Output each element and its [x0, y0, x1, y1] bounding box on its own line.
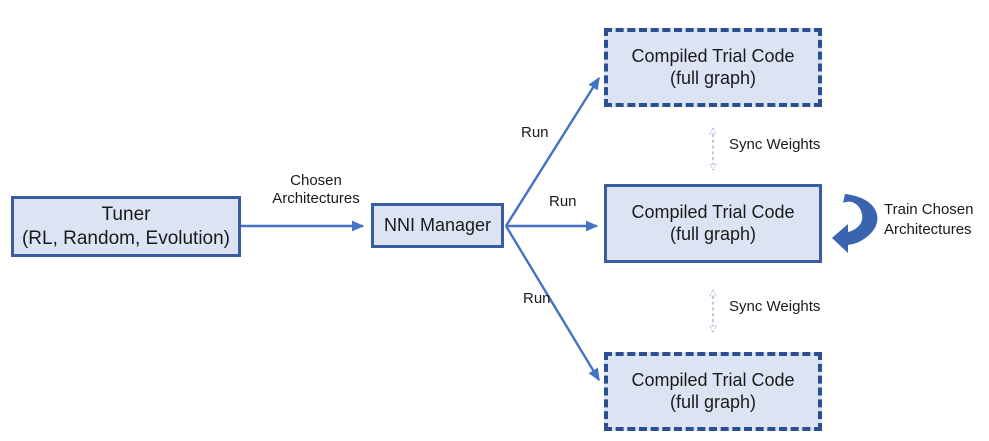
label-run-bottom: Run: [523, 290, 551, 307]
node-nni-manager[interactable]: NNI Manager: [371, 203, 504, 248]
node-trial-bottom[interactable]: Compiled Trial Code (full graph): [604, 352, 822, 431]
connector-nni-to-trial-bottom: [504, 225, 601, 382]
label-sync-weights-top: Sync Weights: [729, 136, 821, 153]
connector-nni-to-trial-top: [504, 76, 601, 227]
node-tuner-line1: Tuner: [101, 204, 151, 226]
label-chosen-architectures-line1: Chosen: [290, 172, 342, 189]
node-trial-top-line2: (full graph): [669, 67, 757, 88]
label-chosen-architectures: Chosen Architectures: [263, 172, 369, 208]
label-run-top: Run: [521, 124, 549, 141]
label-chosen-architectures-line2: Architectures: [272, 190, 360, 207]
node-trial-middle-line2: (full graph): [669, 223, 757, 244]
node-nni-manager-line1: NNI Manager: [383, 214, 492, 235]
node-trial-bottom-line1: Compiled Trial Code: [631, 369, 795, 390]
label-train-chosen-line1: Train Chosen: [884, 201, 974, 218]
node-tuner[interactable]: Tuner (RL, Random, Evolution): [11, 196, 241, 257]
node-trial-middle[interactable]: Compiled Trial Code (full graph): [604, 184, 822, 263]
label-train-chosen-line2: Architectures: [884, 221, 972, 239]
label-sync-weights-bottom: Sync Weights: [729, 298, 821, 315]
node-trial-top-line1: Compiled Trial Code: [631, 45, 795, 66]
node-trial-middle-line1: Compiled Trial Code: [631, 201, 795, 222]
label-run-middle: Run: [549, 193, 577, 210]
label-train-chosen-architectures: Train Chosen Architectures: [884, 200, 989, 241]
node-tuner-line2: (RL, Random, Evolution): [21, 227, 231, 249]
node-trial-top[interactable]: Compiled Trial Code (full graph): [604, 28, 822, 107]
train-loop-arrow: [832, 194, 878, 253]
node-trial-bottom-line2: (full graph): [669, 391, 757, 412]
